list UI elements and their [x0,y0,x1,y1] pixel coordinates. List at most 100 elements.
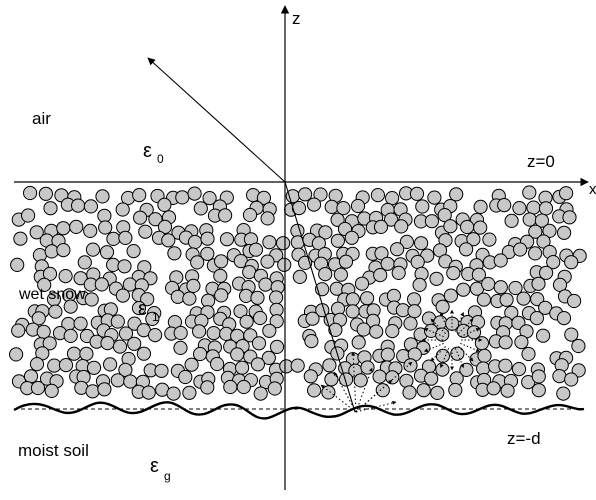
burst-ray [423,328,444,338]
snow-particle [206,326,221,341]
snow-particle [476,292,491,307]
snow-particle [56,221,71,236]
snow-particle [42,336,57,351]
burst-ray [454,311,464,332]
snow-particle [213,268,228,283]
snow-particle [354,276,370,291]
snow-particle [414,236,429,251]
snow-particle [322,358,337,373]
snow-particle [559,186,574,201]
snow-particle [345,292,360,307]
snow-particle [200,380,215,395]
reflected-ray [147,57,286,183]
snow-particle [269,339,285,354]
snow-particle [10,257,25,272]
snow-particle [21,208,36,223]
wet-snow-label: wet snow [18,286,86,303]
snow-particle [243,328,258,343]
snow-particle [493,253,508,268]
snow-particle [242,207,258,223]
snow-particle [100,336,115,351]
z-axis-label: z [292,9,301,28]
snow-particle [157,197,172,212]
snow-particle [94,277,109,292]
snow-particle [233,304,248,319]
snow-particle [200,246,215,261]
snow-particle [416,383,431,398]
snow-particle [497,198,512,213]
snow-particle [58,358,74,373]
snow-particle [187,234,203,250]
snow-particle [403,316,418,331]
snow-particle [499,292,514,307]
snow-particle [516,291,531,306]
snow-particle [23,369,39,384]
snow-particle [538,201,554,216]
snow-particle [538,300,553,315]
snow-particle [84,292,99,307]
snow-particle [136,346,151,361]
epsg-symbol: ε [150,455,159,477]
snow-particle [304,334,319,349]
snow-particle [239,314,254,329]
snow-particle [97,208,112,223]
burst-ray [460,342,481,352]
snow-particle [336,201,351,216]
snow-particle [110,314,125,329]
snow-particle [370,188,385,203]
snow-particle [512,201,527,216]
snow-particle [175,190,190,205]
snow-particle [148,212,163,227]
snow-particle [99,245,115,260]
snow-particle [118,230,133,245]
snow-particle [214,254,229,269]
snow-particle [384,212,399,227]
snow-particle [531,276,546,291]
snow-particle [324,372,339,387]
snow-particle [542,223,557,238]
snow-particle [138,224,153,239]
snow-particle [482,232,497,247]
snow-particle [521,346,536,362]
snow-particle [131,301,147,316]
snow-particle [251,336,267,351]
snow-particle [110,373,125,388]
snow-particle [13,231,28,246]
snow-particle [529,311,545,326]
snow-particle [374,246,389,261]
snow-particle [250,357,265,372]
burst-ray [423,342,444,352]
snow-particle [407,304,422,319]
snow-particle [473,220,488,235]
burst-ray [454,348,464,369]
snow-particle [37,277,52,292]
snow-particle [450,346,465,361]
snow-particle [97,382,112,397]
snow-particle [435,299,450,314]
snow-particle [459,242,474,257]
snow-particle [260,254,275,269]
snow-particle [178,369,193,385]
snow-particle [481,276,496,292]
snow-particle [526,200,541,215]
snow-particle [446,266,461,281]
snow-particle [79,346,94,361]
snow-particle [85,384,100,399]
snow-particle [333,267,348,282]
snow-particle [534,213,550,228]
snow-particle [531,369,546,384]
snow-particle [154,363,169,378]
snow-particle [403,358,418,373]
particle-scatter-burst [421,309,483,371]
snow-particle [313,187,328,202]
snow-particle [448,382,463,398]
snow-particle [66,346,82,361]
snow-particle [182,385,197,400]
snow-particle [31,311,46,326]
snow-particle [415,199,430,214]
snow-particle [373,268,388,283]
snow-particle [11,323,26,338]
snow-particle [345,304,360,319]
snow-particle [305,311,320,326]
